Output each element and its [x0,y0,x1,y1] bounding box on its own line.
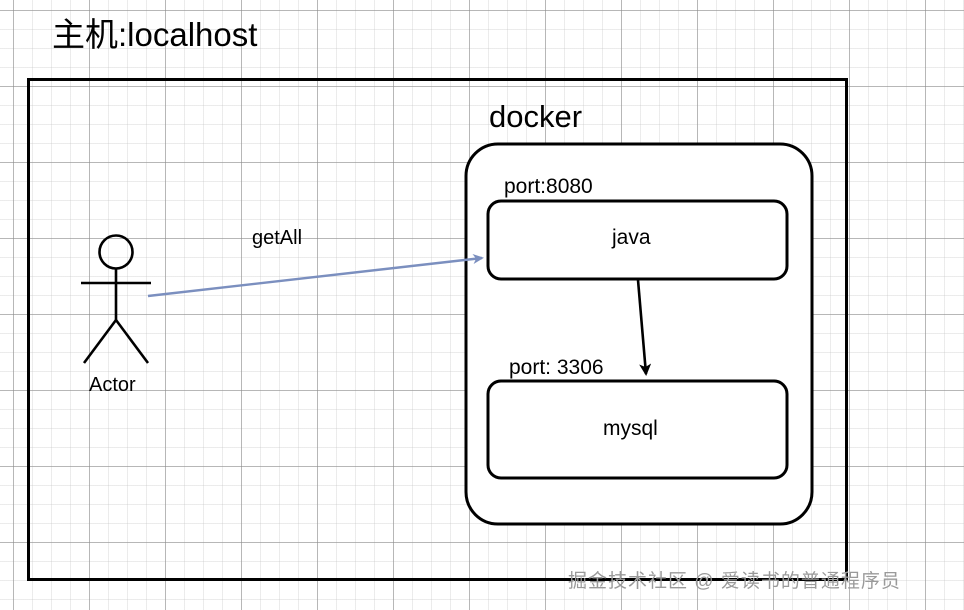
actor-figure [81,234,151,364]
mysql-port-label: port: 3306 [509,356,604,379]
edge-java-to-mysql [636,279,652,376]
watermark-text: 掘金技术社区 @ 爱读书的普通程序员 [568,571,901,592]
docker-title-label: docker [489,99,583,134]
edge-actor-to-java [147,254,484,298]
mysql-node-label: mysql [603,417,658,440]
actor-left-leg-line [82,319,118,364]
host-title-label: 主机:localhost [52,16,258,53]
java-node-label: java [612,226,651,249]
actor-right-leg-line [114,319,150,364]
mysql-container-box [486,379,789,480]
host-boundary-box [27,78,848,581]
actor-label: Actor [89,374,136,396]
java-port-label: port:8080 [504,175,593,198]
actor-head-icon [98,234,134,270]
edge-getall-label: getAll [252,227,303,249]
java-container-box [486,199,789,281]
